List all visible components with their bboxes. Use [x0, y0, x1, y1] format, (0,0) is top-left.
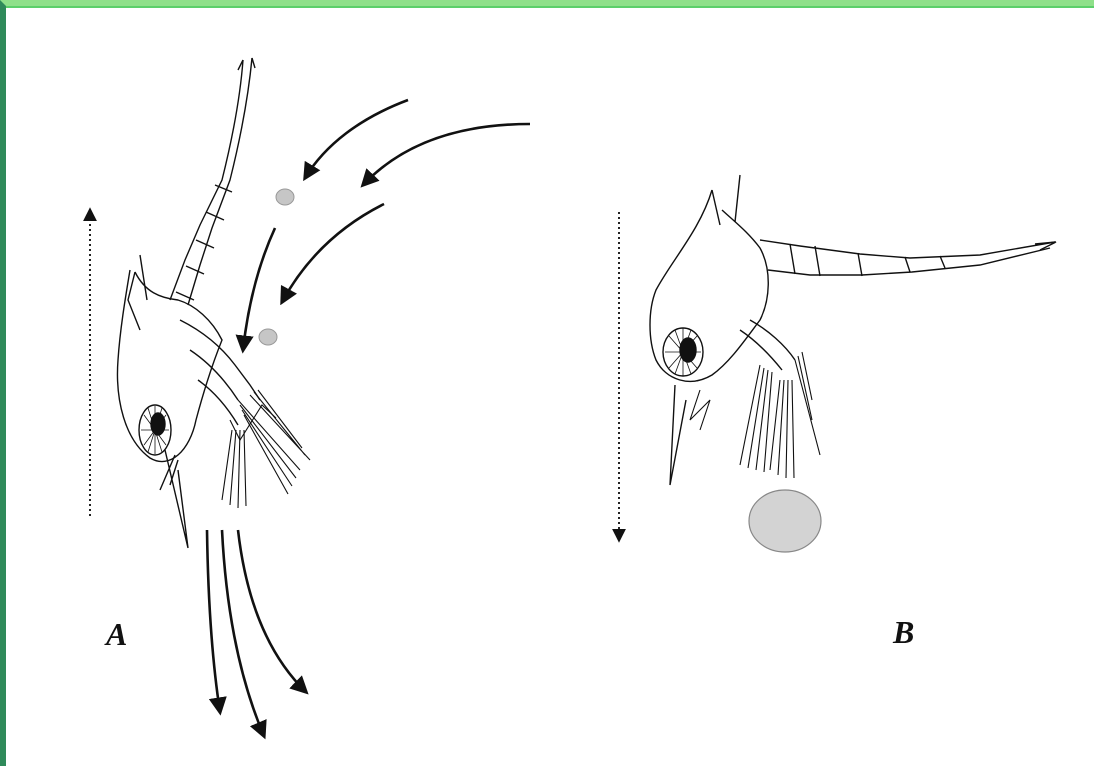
flow-arrow [305, 100, 408, 178]
flow-arrow [363, 124, 530, 185]
panel-label-b: B [892, 614, 914, 650]
panel-b: B [619, 175, 1056, 650]
food-particle-large [749, 490, 821, 552]
flow-arrow [238, 530, 306, 692]
flow-arrow [282, 204, 384, 302]
incoming-flow-arrows [243, 100, 530, 350]
food-particle [259, 329, 277, 345]
panel-a: A [90, 58, 530, 736]
food-particle [276, 189, 294, 205]
outgoing-flow-arrows [207, 530, 306, 736]
panel-label-a: A [104, 616, 127, 652]
larva-drawing-b [650, 175, 1056, 485]
flow-arrow [207, 530, 220, 712]
larva-drawing-a [117, 58, 310, 548]
